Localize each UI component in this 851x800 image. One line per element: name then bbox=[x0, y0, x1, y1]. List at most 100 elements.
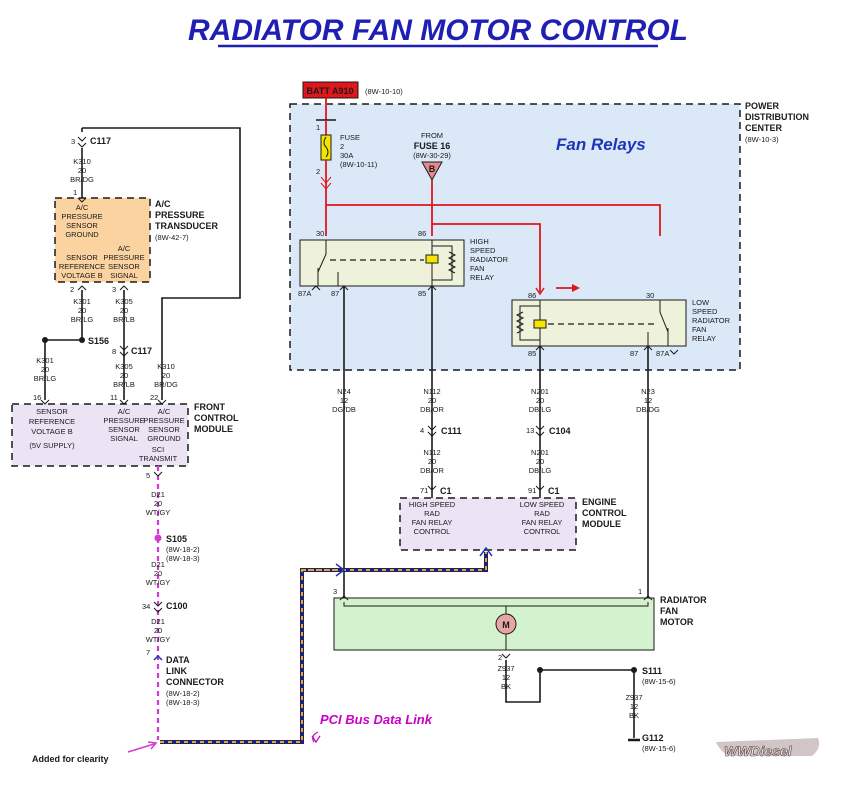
c100-icon bbox=[153, 601, 163, 613]
n112-name: N112 bbox=[423, 387, 440, 396]
ac-pressure-transducer-box bbox=[54, 197, 151, 283]
hs-relay-label-4: FAN bbox=[470, 264, 485, 273]
ls-pin-85: 85 bbox=[528, 349, 536, 358]
trans-gnd-4: GROUND bbox=[65, 230, 99, 239]
hs-relay-label-5: RELAY bbox=[470, 273, 494, 282]
trans-bottom-pin-icons bbox=[77, 285, 129, 291]
fcm-sig-3: SENSOR bbox=[108, 425, 140, 434]
motor-pin-3: 3 bbox=[333, 587, 337, 596]
hs-relay-switch bbox=[317, 240, 339, 286]
k305b-gauge: 20 bbox=[120, 371, 128, 380]
motor-name-1: RADIATOR bbox=[660, 595, 707, 605]
ecm-c1b: C1 bbox=[548, 486, 560, 496]
ecm-high-1: HIGH SPEED bbox=[409, 500, 456, 509]
trans-pin-3: 3 bbox=[112, 285, 116, 294]
fuse16-triangle-icon bbox=[421, 161, 443, 182]
n201-color: DB/LG bbox=[529, 405, 552, 414]
ls-relay-label-1: LOW bbox=[692, 298, 710, 307]
trans-sig-4: SIGNAL bbox=[110, 271, 138, 280]
fcm-pin-11: 11 bbox=[110, 393, 118, 402]
from-fuse-ref: (8W-30-29) bbox=[413, 151, 451, 160]
hs-relay-label-2: SPEED bbox=[470, 246, 496, 255]
hs-pin-86: 86 bbox=[418, 229, 426, 238]
pdc-label-1: POWER bbox=[745, 101, 780, 111]
motor-name-2: FAN bbox=[660, 606, 678, 616]
power-wire-to-relays bbox=[326, 204, 661, 236]
s156-dot bbox=[79, 337, 85, 343]
k310-gauge: 20 bbox=[78, 166, 86, 175]
c117-mid-pin: 8 bbox=[112, 347, 116, 356]
k301b-color: BR/LG bbox=[34, 374, 57, 383]
trans-ref-3: VOLTAGE B bbox=[61, 271, 102, 280]
trans-ref-2: REFERENCE bbox=[59, 262, 105, 271]
motor-internal-bus bbox=[343, 602, 649, 607]
ecm-low-2: RAD bbox=[534, 509, 550, 518]
pci-ecm-arrow-icon bbox=[479, 546, 493, 557]
fcm-name-2: CONTROL bbox=[194, 413, 239, 423]
hs-pin-87a: 87A bbox=[298, 289, 311, 298]
dlc-ref-2: (8W-18-3) bbox=[166, 698, 200, 707]
hs-relay-label-1: HIGH bbox=[470, 237, 489, 246]
hs-pin-85: 85 bbox=[418, 289, 426, 298]
ecm-low-1: LOW SPEED bbox=[520, 500, 565, 509]
pdc-ref: (8W-10-3) bbox=[745, 135, 779, 144]
d21a-name: D21 bbox=[151, 490, 165, 499]
dlc-pin-icon bbox=[153, 654, 163, 661]
ecm-high-3: FAN RELAY bbox=[412, 518, 453, 527]
gnd2-wire-name: Z937 bbox=[625, 693, 642, 702]
ecm-name-3: MODULE bbox=[582, 519, 621, 529]
n112-color-2: DB/OR bbox=[420, 466, 444, 475]
k310b-gauge: 20 bbox=[162, 371, 170, 380]
c104-name: C104 bbox=[549, 426, 571, 436]
dlc-name-1: DATA bbox=[166, 655, 190, 665]
clarity-note: Added for clearity bbox=[32, 754, 109, 764]
ls-relay-switch bbox=[647, 300, 669, 346]
k310-name: K310 bbox=[73, 157, 91, 166]
s105-ref-1: (8W-18-2) bbox=[166, 545, 200, 554]
c111-connector-icon bbox=[427, 425, 437, 437]
gnd-wire-color: BK bbox=[501, 682, 511, 691]
fuse16-arrow-icon bbox=[535, 287, 545, 296]
k310-color: BR/DG bbox=[70, 175, 94, 184]
n23-color: DB/DG bbox=[636, 405, 660, 414]
n23-gauge: 12 bbox=[644, 396, 652, 405]
from-fuse-tag: B bbox=[429, 164, 436, 174]
d21c-name: D21 bbox=[151, 617, 165, 626]
dlc-name-3: CONNECTOR bbox=[166, 677, 224, 687]
ecm-pin-71: 71 bbox=[420, 486, 428, 495]
k310b-color: BR/DG bbox=[154, 380, 178, 389]
ecm-c1a: C1 bbox=[440, 486, 452, 496]
fcm-ref-1: SENSOR bbox=[36, 407, 68, 416]
fuse-ref: (8W-10-11) bbox=[340, 160, 378, 169]
fcm-gnd-3: SENSOR bbox=[148, 425, 180, 434]
fcm-ref-2: REFERENCE bbox=[29, 417, 75, 426]
motor-pin-1: 1 bbox=[638, 587, 642, 596]
ecm-high-2: RAD bbox=[424, 509, 440, 518]
trans-sig-3: SENSOR bbox=[108, 262, 140, 271]
pci-motor-arrow-icon bbox=[335, 563, 346, 577]
trans-ref-1: SENSOR bbox=[66, 253, 98, 262]
k301b-name: K301 bbox=[36, 356, 54, 365]
from-label: FROM bbox=[421, 131, 443, 140]
d21-pin5-icon bbox=[153, 471, 163, 477]
fuse16-wire-low-relay bbox=[432, 223, 541, 292]
c100-name: C100 bbox=[166, 601, 188, 611]
trans-pin1-icon bbox=[77, 197, 87, 203]
k305-color: BR/LB bbox=[113, 315, 135, 324]
d21a-color: WT/GY bbox=[146, 508, 171, 517]
watermark-text: WWDiesel bbox=[724, 743, 793, 759]
fcm-ref-3: VOLTAGE B bbox=[31, 427, 72, 436]
hs-relay-coil-icon bbox=[425, 254, 439, 264]
trans-name-2: PRESSURE bbox=[155, 210, 205, 220]
n112-gauge: 20 bbox=[428, 396, 436, 405]
hs-pin-87: 87 bbox=[331, 289, 339, 298]
ls-pin-87: 87 bbox=[630, 349, 638, 358]
k301-name: K301 bbox=[73, 297, 91, 306]
from-fuse-name: FUSE 16 bbox=[414, 141, 451, 151]
motor-m: M bbox=[502, 620, 510, 630]
trans-name-1: A/C bbox=[155, 199, 171, 209]
gnd2-wire-color: BK bbox=[629, 711, 639, 720]
hs-relay-label-3: RADIATOR bbox=[470, 255, 509, 264]
s156-name: S156 bbox=[88, 336, 109, 346]
radiator-fan-motor-box bbox=[333, 597, 655, 651]
